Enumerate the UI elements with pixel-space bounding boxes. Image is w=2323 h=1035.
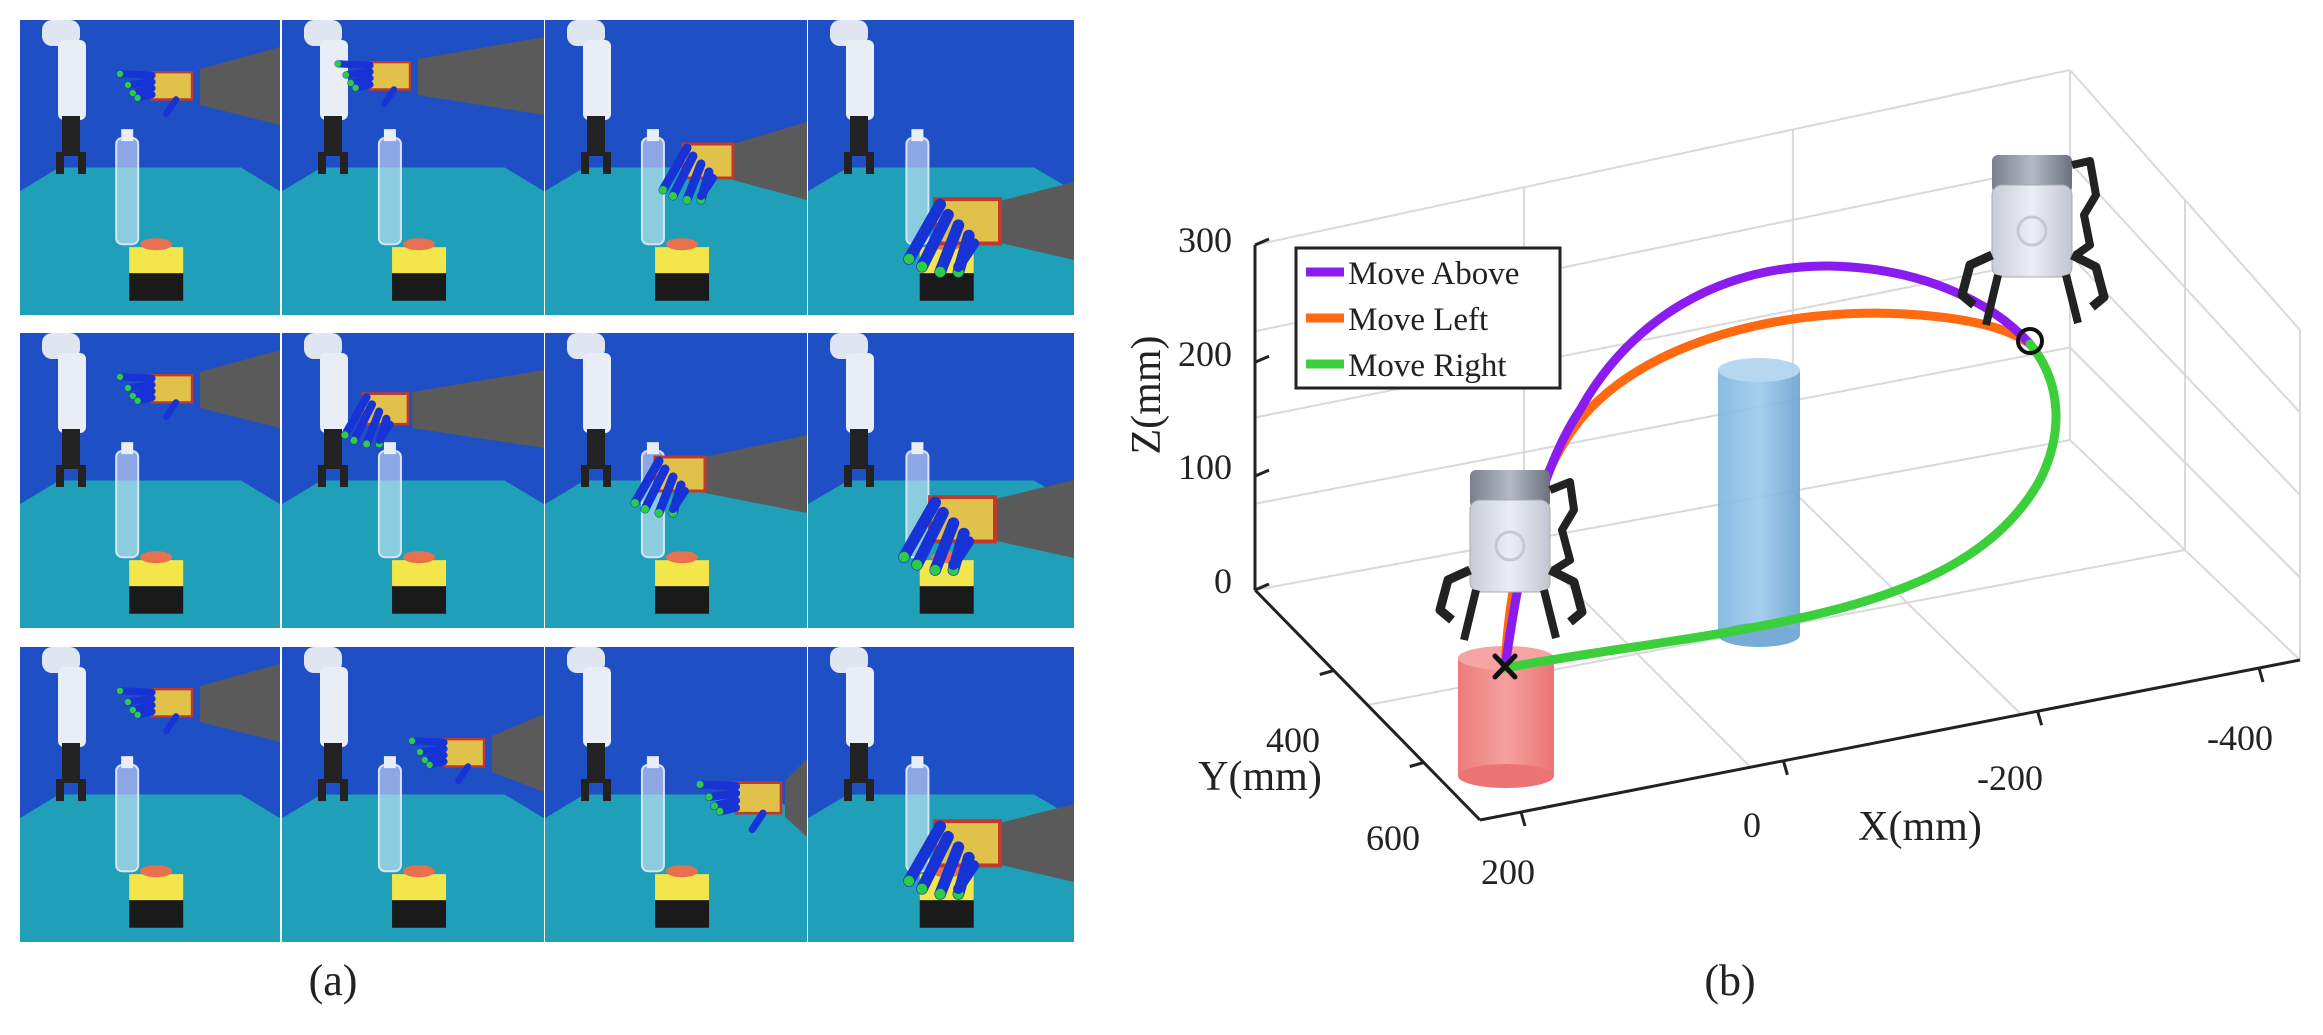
gripper-start [1435, 470, 1587, 641]
blue-obstacle-cylinder [1718, 358, 1800, 647]
gripper-goal [1957, 155, 2109, 326]
grid-line [1254, 346, 2071, 505]
x-tick-label: 0 [1743, 805, 1761, 845]
row-move-above-frame [545, 20, 807, 315]
x-axis: -400 -200 0 200 X(mm) [1481, 718, 2273, 892]
y-tick-mark [1319, 669, 1335, 676]
y-tick-label: 400 [1266, 720, 1320, 760]
x-tick-mark [1781, 760, 1789, 776]
panel-b: Move Above Move Left Move Right 0 100 20… [1080, 0, 2323, 1030]
row-move-above-frame [20, 20, 280, 315]
row-move-right-frame [808, 647, 1074, 942]
red-start-cylinder [1458, 646, 1554, 788]
x-axis-label: X(mm) [1858, 804, 1982, 850]
caption-b: (b) [1704, 956, 1755, 1005]
trajectory-move-right [1500, 339, 2061, 673]
x-tick-label: -400 [2207, 718, 2273, 758]
row-move-left-frame [808, 333, 1074, 628]
row-move-left-frame [20, 333, 280, 628]
legend-label-move-above: Move Above [1348, 256, 1519, 292]
row-move-above-frame [282, 20, 544, 315]
row-move-right-frame [545, 647, 807, 942]
row-move-right-frame [282, 647, 544, 942]
panel-a-photo-grid: (a) [20, 20, 1074, 1005]
row-move-right-frame [20, 647, 280, 942]
row-move-left-frame [545, 333, 807, 628]
z-tick-label: 0 [1214, 561, 1232, 601]
legend-label-move-left: Move Left [1348, 302, 1488, 338]
z-axis: 0 100 200 300 Z(mm) [1124, 220, 1232, 601]
x-tick-mark [1519, 811, 1527, 827]
caption-a: (a) [309, 956, 358, 1005]
legend-label-move-right: Move Right [1348, 348, 1507, 384]
y-tick-label: 600 [1366, 818, 1420, 858]
start-marker-x [1492, 653, 1518, 680]
x-tick-label: -200 [1977, 758, 2043, 798]
x-tick-mark [2257, 667, 2265, 683]
z-tick-label: 100 [1178, 447, 1232, 487]
z-tick-mark [1254, 468, 1270, 478]
grid-line [1254, 439, 2071, 591]
axis-edge-x [1479, 658, 2301, 822]
x-tick-label: 200 [1481, 852, 1535, 892]
z-tick-label: 200 [1178, 334, 1232, 374]
z-tick-mark [1254, 354, 1270, 364]
y-tick-mark [1409, 761, 1425, 768]
goal-marker-circle [2016, 327, 2044, 355]
z-tick-mark [1254, 582, 1270, 592]
grid-line [1254, 69, 2071, 246]
z-tick-label: 300 [1178, 220, 1232, 260]
z-tick-mark [1254, 237, 1270, 247]
axis-edge-y [1253, 588, 1482, 822]
y-axis: 400 600 Y(mm) [1198, 720, 1420, 858]
panel-a: (a) [0, 0, 1080, 1030]
axes-edges [1253, 237, 2301, 827]
z-axis-label: Z(mm) [1124, 336, 1170, 455]
x-tick-mark [2036, 710, 2044, 726]
legend: Move Above Move Left Move Right [1294, 246, 1562, 390]
y-axis-label: Y(mm) [1198, 754, 1322, 800]
trajectory-3d-chart: Move Above Move Left Move Right 0 100 20… [1124, 69, 2301, 1005]
row-move-left-frame [282, 333, 544, 628]
row-move-above-frame [808, 20, 1074, 315]
